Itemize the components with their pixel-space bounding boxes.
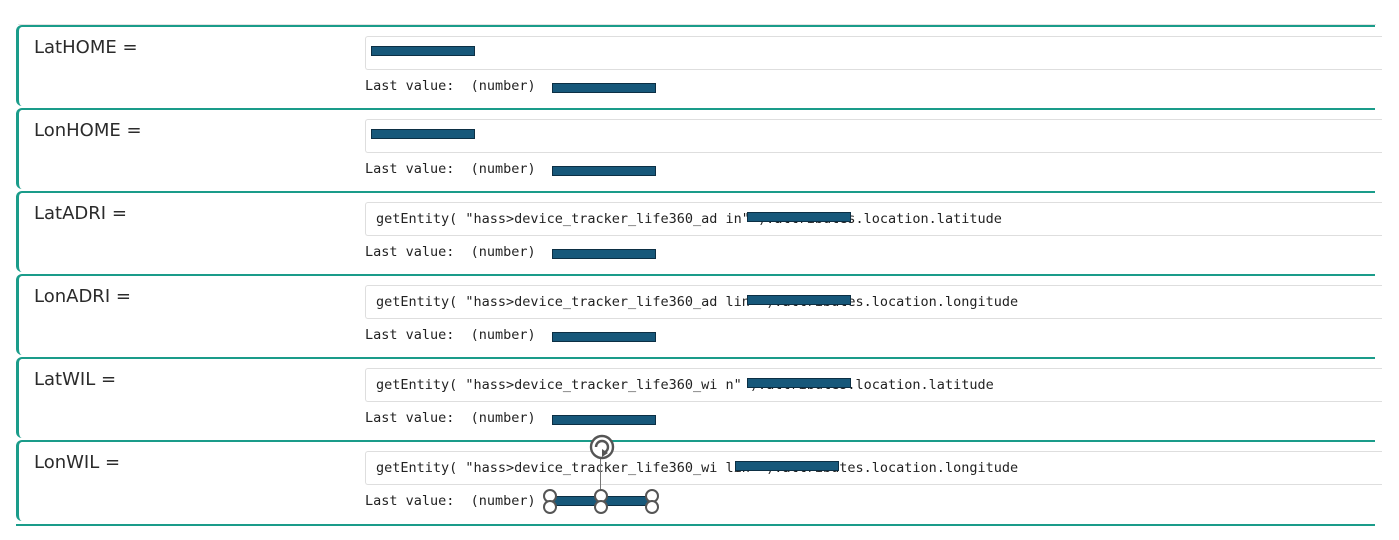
expression-field[interactable]: getEntity( "hass>device_tracker_life360_… bbox=[365, 368, 1382, 402]
last-value-text: Last value: (number) bbox=[365, 410, 536, 426]
redaction-block bbox=[552, 249, 656, 259]
expression-field[interactable] bbox=[365, 36, 1382, 70]
redaction-block bbox=[552, 166, 656, 176]
top-divider bbox=[18, 24, 1376, 25]
bottom-divider bbox=[16, 524, 1375, 526]
redaction-block bbox=[552, 415, 656, 425]
variable-label: LatADRI = bbox=[34, 203, 127, 224]
variable-row-latadri[interactable]: LatADRI = getEntity( "hass>device_tracke… bbox=[16, 191, 1382, 272]
expression-field[interactable]: getEntity( "hass>device_tracker_life360_… bbox=[365, 451, 1382, 485]
redaction-block bbox=[371, 129, 475, 139]
variable-row-lonadri[interactable]: LonADRI = getEntity( "hass>device_tracke… bbox=[16, 274, 1382, 355]
redaction-block bbox=[735, 461, 839, 471]
variable-row-lathome[interactable]: LatHOME = Last value: (number) bbox=[16, 25, 1382, 106]
last-value-text: Last value: (number) bbox=[365, 78, 536, 94]
variable-label: LatHOME = bbox=[34, 37, 138, 58]
variable-row-lonwil[interactable]: LonWIL = getEntity( "hass>device_tracker… bbox=[16, 440, 1382, 521]
variable-label: LonWIL = bbox=[34, 452, 121, 473]
redaction-block bbox=[552, 83, 656, 93]
redaction-block bbox=[371, 46, 475, 56]
redaction-block bbox=[552, 332, 656, 342]
variable-row-latwil[interactable]: LatWIL = getEntity( "hass>device_tracker… bbox=[16, 357, 1382, 438]
rotate-handle-icon[interactable] bbox=[586, 430, 620, 464]
resize-handle-bottom-left[interactable] bbox=[543, 500, 557, 514]
last-value-text: Last value: (number) bbox=[365, 244, 536, 260]
variable-label: LonHOME = bbox=[34, 120, 142, 141]
rotate-stem bbox=[600, 456, 601, 496]
last-value-text: Last value: (number) bbox=[365, 493, 536, 509]
expression-field[interactable]: getEntity( "hass>device_tracker_life360_… bbox=[365, 285, 1382, 319]
variable-label: LatWIL = bbox=[34, 369, 117, 390]
last-value-text: Last value: (number) bbox=[365, 327, 536, 343]
redaction-block bbox=[747, 295, 851, 305]
resize-handle-bottom[interactable] bbox=[594, 500, 608, 514]
redaction-block bbox=[747, 212, 851, 222]
variable-label: LonADRI = bbox=[34, 286, 131, 307]
expression-field[interactable] bbox=[365, 119, 1382, 153]
resize-handle-bottom-right[interactable] bbox=[645, 500, 659, 514]
expression-field[interactable]: getEntity( "hass>device_tracker_life360_… bbox=[365, 202, 1382, 236]
variable-row-lonhome[interactable]: LonHOME = Last value: (number) bbox=[16, 108, 1382, 189]
last-value-text: Last value: (number) bbox=[365, 161, 536, 177]
redaction-block bbox=[747, 378, 851, 388]
